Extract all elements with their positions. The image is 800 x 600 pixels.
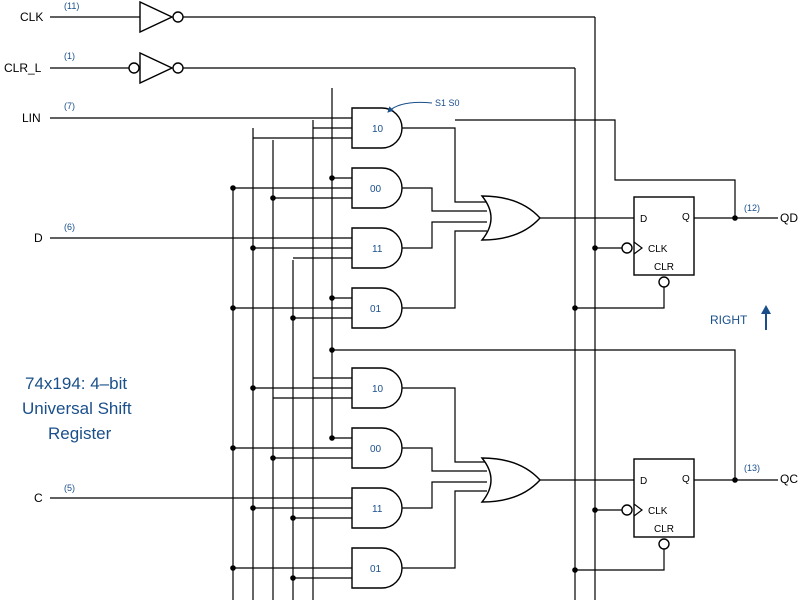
title-line-2: Universal Shift — [22, 399, 132, 418]
up-arrow-icon — [761, 305, 771, 330]
gate-label: 10 — [372, 124, 384, 135]
mux-select-label: S1 S0 — [435, 98, 460, 108]
direction-label: RIGHT — [710, 313, 748, 327]
flipflop-qc: D Q CLK CLR — [575, 458, 778, 571]
clk-buffer — [50, 0, 595, 34]
gate-label: 01 — [370, 304, 382, 315]
ff-clr-label: CLR — [654, 262, 674, 273]
ff-clk-label: CLK — [648, 244, 668, 255]
clr-label: CLR_L — [4, 61, 42, 75]
ff-d-label: D — [640, 476, 647, 487]
d-label: D — [34, 231, 43, 245]
qd-pin: (12) — [744, 203, 760, 213]
lin-label: LIN — [22, 111, 41, 125]
clk-label: CLK — [20, 10, 43, 24]
c-pin: (5) — [64, 483, 75, 493]
flipflop-qd: D Q CLK CLR — [575, 196, 778, 309]
ff-q-label: Q — [682, 474, 690, 485]
gate-label: 00 — [370, 444, 382, 455]
gate-label: 01 — [370, 564, 382, 575]
qd-output-label: QD — [780, 211, 798, 225]
mux-top: 10 00 11 01 — [233, 107, 636, 329]
title-line-1: 74x194: 4–bit — [25, 374, 127, 393]
qc-output-label: QC — [780, 472, 798, 486]
select-arrow-icon — [387, 101, 433, 113]
ff-clk-label: CLK — [648, 506, 668, 517]
gate-label: 11 — [372, 244, 383, 255]
qc-pin: (13) — [744, 463, 760, 473]
gate-label: 00 — [370, 184, 382, 195]
clk-pin: (11) — [64, 1, 79, 11]
qc-feedback — [332, 349, 736, 480]
gate-label: 11 — [372, 504, 383, 515]
d-pin: (6) — [64, 222, 75, 232]
title-line-3: Register — [48, 424, 112, 443]
clr-buffer — [50, 51, 575, 85]
mux-bottom: 10 00 11 01 — [233, 367, 636, 589]
lin-pin: (7) — [64, 101, 75, 111]
ff-d-label: D — [640, 214, 647, 225]
ff-q-label: Q — [682, 212, 690, 223]
qd-feedback — [455, 119, 736, 218]
ff-clr-label: CLR — [654, 524, 674, 535]
junction-dots — [230, 175, 738, 581]
gate-label: 10 — [372, 384, 384, 395]
c-label: C — [34, 491, 43, 505]
clr-pin: (1) — [64, 51, 75, 61]
